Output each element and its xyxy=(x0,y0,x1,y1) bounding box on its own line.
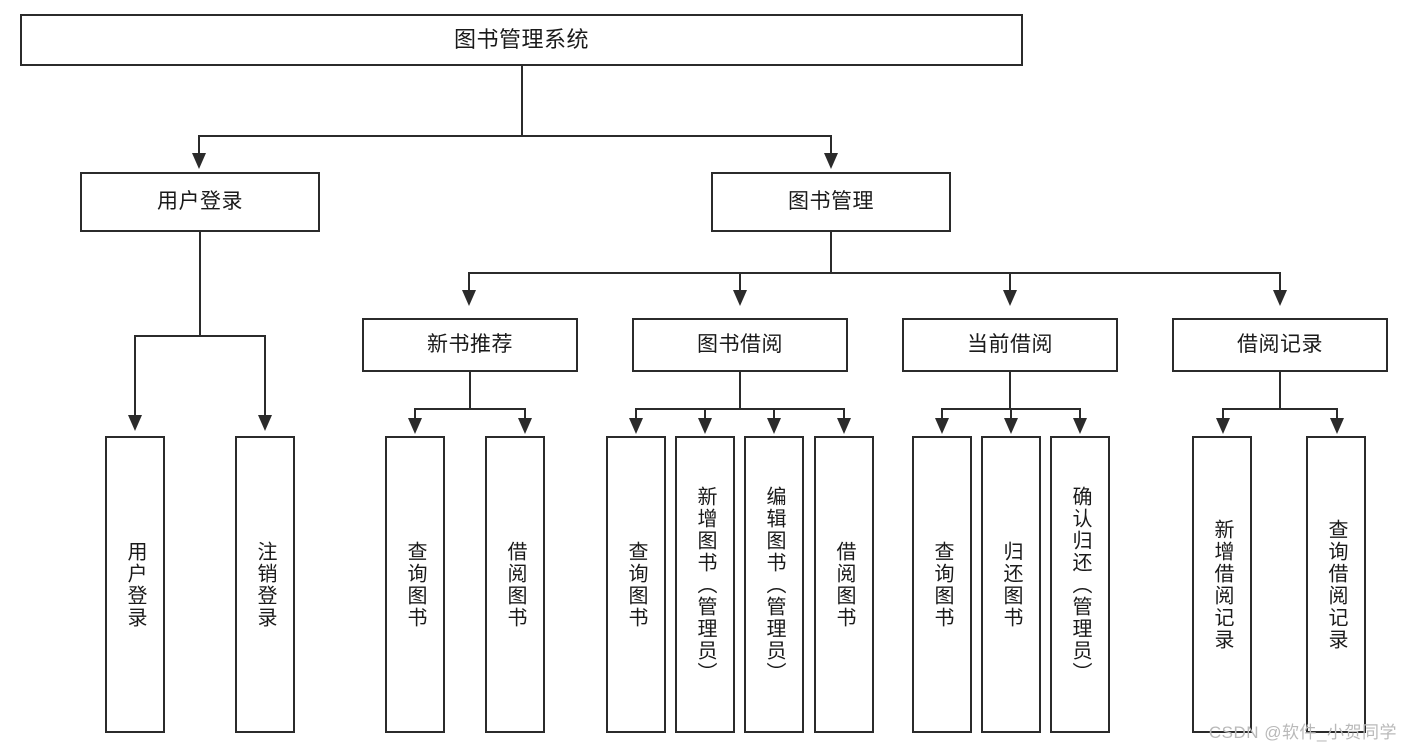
node-root-book-management-system[interactable]: 图书管理系统 xyxy=(20,14,1023,66)
leaf-label: 注销登录 xyxy=(254,540,276,629)
leaf-label: 查询借阅记录 xyxy=(1325,518,1347,651)
connector-current-borrow-leaf-1 xyxy=(941,408,943,420)
arrow-to-user-login xyxy=(192,153,206,169)
arrow-borrow-record-leaf-2 xyxy=(1330,418,1344,434)
connector-borrow-record-bus xyxy=(1222,408,1338,410)
leaf-label: 用户登录 xyxy=(124,540,146,629)
arrow-current-borrow-leaf-3 xyxy=(1073,418,1087,434)
node-label: 图书借阅 xyxy=(697,333,783,357)
connector-to-new-book-recommend xyxy=(468,272,470,294)
connector-user-login-stem xyxy=(199,232,201,336)
connector-book-borrow-leaf-4 xyxy=(843,408,845,420)
leaf-borrow-record-query-record[interactable]: 查询借阅记录 xyxy=(1306,436,1366,733)
node-label: 新书推荐 xyxy=(427,333,513,357)
connector-new-book-stem xyxy=(469,372,471,410)
arrow-to-borrow-record xyxy=(1273,290,1287,306)
leaf-current-borrow-confirm-return[interactable]: 确认归还（管理员） xyxy=(1050,436,1110,733)
leaf-current-borrow-return-book[interactable]: 归还图书 xyxy=(981,436,1041,733)
leaf-book-borrow-add-book[interactable]: 新增图书（管理员） xyxy=(675,436,735,733)
node-label: 借阅记录 xyxy=(1237,333,1323,357)
leaf-label: 借阅图书 xyxy=(504,540,526,629)
connector-new-book-bus xyxy=(414,408,526,410)
node-borrow-record[interactable]: 借阅记录 xyxy=(1172,318,1388,372)
leaf-user-login-logout[interactable]: 注销登录 xyxy=(235,436,295,733)
arrow-user-login-leaf-2 xyxy=(258,415,272,431)
arrow-book-borrow-leaf-1 xyxy=(629,418,643,434)
leaf-label: 新增图书（管理员） xyxy=(694,485,716,684)
connector-user-login-bus xyxy=(134,335,266,337)
connector-to-book-borrow xyxy=(739,272,741,294)
leaf-label: 查询图书 xyxy=(625,540,647,629)
leaf-new-book-query-book[interactable]: 查询图书 xyxy=(385,436,445,733)
arrow-book-borrow-leaf-2 xyxy=(698,418,712,434)
connector-level2-bus xyxy=(468,272,1281,274)
connector-new-book-leaf-1 xyxy=(414,408,416,420)
leaf-label: 归还图书 xyxy=(1000,540,1022,629)
node-current-borrow[interactable]: 当前借阅 xyxy=(902,318,1118,372)
connector-book-borrow-leaf-1 xyxy=(635,408,637,420)
connector-current-borrow-leaf-2 xyxy=(1010,408,1012,420)
arrow-book-borrow-leaf-3 xyxy=(767,418,781,434)
node-book-management[interactable]: 图书管理 xyxy=(711,172,951,232)
leaf-new-book-borrow-book[interactable]: 借阅图书 xyxy=(485,436,545,733)
connector-user-login-leaf-1 xyxy=(134,335,136,417)
arrow-book-borrow-leaf-4 xyxy=(837,418,851,434)
arrow-to-current-borrow xyxy=(1003,290,1017,306)
node-label: 用户登录 xyxy=(157,190,243,214)
connector-root-stem xyxy=(521,66,523,136)
arrow-to-book-management xyxy=(824,153,838,169)
node-label: 图书管理系统 xyxy=(453,26,589,52)
connector-user-login-leaf-2 xyxy=(264,335,266,417)
node-label: 图书管理 xyxy=(788,190,874,214)
connector-to-borrow-record xyxy=(1279,272,1281,294)
connector-book-borrow-leaf-3 xyxy=(773,408,775,420)
arrow-borrow-record-leaf-1 xyxy=(1216,418,1230,434)
leaf-book-borrow-borrow-book[interactable]: 借阅图书 xyxy=(814,436,874,733)
connector-borrow-record-leaf-1 xyxy=(1222,408,1224,420)
arrow-to-book-borrow xyxy=(733,290,747,306)
connector-to-user-login xyxy=(198,135,200,157)
leaf-label: 新增借阅记录 xyxy=(1211,518,1233,651)
connector-current-borrow-stem xyxy=(1009,372,1011,410)
connector-book-borrow-leaf-2 xyxy=(704,408,706,420)
connector-borrow-record-leaf-2 xyxy=(1336,408,1338,420)
arrow-new-book-leaf-2 xyxy=(518,418,532,434)
leaf-book-borrow-query-book[interactable]: 查询图书 xyxy=(606,436,666,733)
leaf-book-borrow-edit-book[interactable]: 编辑图书（管理员） xyxy=(744,436,804,733)
leaf-user-login-login[interactable]: 用户登录 xyxy=(105,436,165,733)
connector-book-borrow-stem xyxy=(739,372,741,410)
connector-book-management-stem xyxy=(830,232,832,274)
connector-borrow-record-stem xyxy=(1279,372,1281,410)
node-new-book-recommend[interactable]: 新书推荐 xyxy=(362,318,578,372)
leaf-label: 查询图书 xyxy=(931,540,953,629)
connector-new-book-leaf-2 xyxy=(524,408,526,420)
leaf-borrow-record-add-record[interactable]: 新增借阅记录 xyxy=(1192,436,1252,733)
node-book-borrow[interactable]: 图书借阅 xyxy=(632,318,848,372)
connector-current-borrow-leaf-3 xyxy=(1079,408,1081,420)
watermark-text: CSDN @软件_小贺同学 xyxy=(1208,723,1397,742)
connector-to-current-borrow xyxy=(1009,272,1011,294)
leaf-label: 查询图书 xyxy=(404,540,426,629)
connector-to-book-management xyxy=(830,135,832,157)
leaf-label: 编辑图书（管理员） xyxy=(763,485,785,684)
connector-level1-bus xyxy=(198,135,832,137)
node-label: 当前借阅 xyxy=(967,333,1053,357)
arrow-to-new-book-recommend xyxy=(462,290,476,306)
arrow-current-borrow-leaf-2 xyxy=(1004,418,1018,434)
arrow-user-login-leaf-1 xyxy=(128,415,142,431)
arrow-new-book-leaf-1 xyxy=(408,418,422,434)
connector-book-borrow-bus xyxy=(635,408,845,410)
leaf-current-borrow-query-book[interactable]: 查询图书 xyxy=(912,436,972,733)
node-user-login[interactable]: 用户登录 xyxy=(80,172,320,232)
arrow-current-borrow-leaf-1 xyxy=(935,418,949,434)
leaf-label: 确认归还（管理员） xyxy=(1069,485,1091,684)
leaf-label: 借阅图书 xyxy=(833,540,855,629)
